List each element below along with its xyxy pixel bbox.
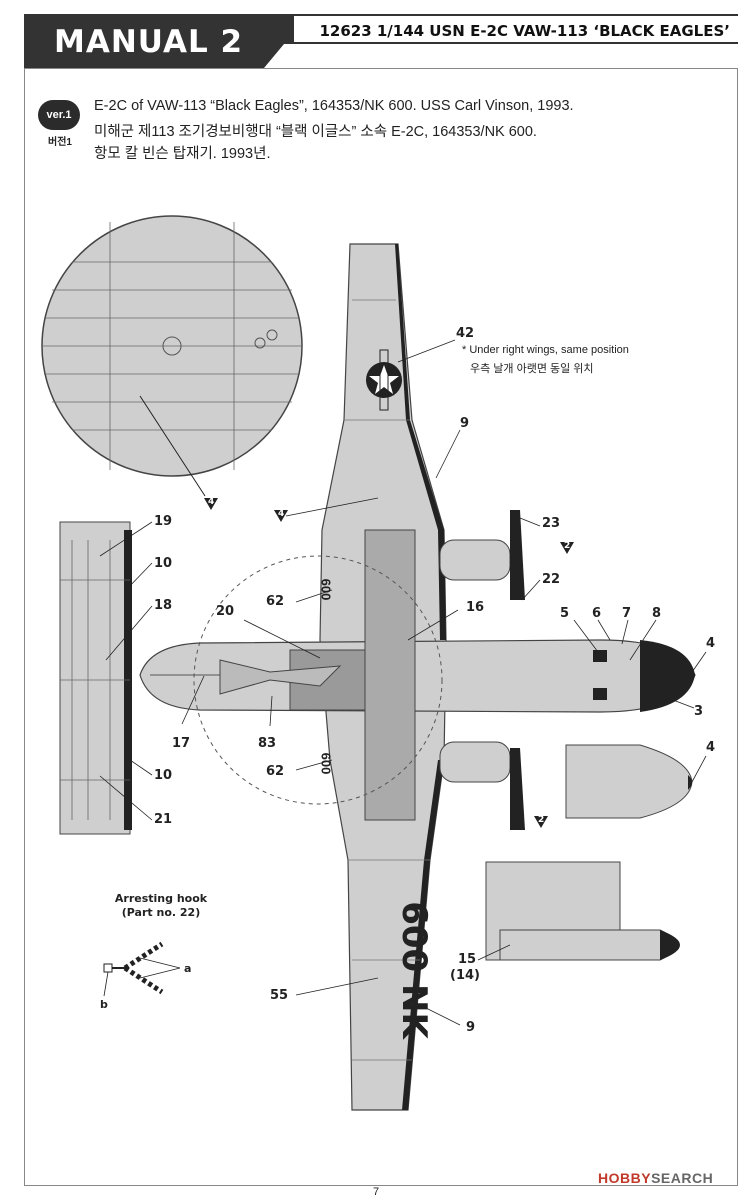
callout-9-lower: 9 — [466, 1020, 476, 1035]
callout-23: 23 — [542, 516, 561, 531]
fin-detail — [485, 861, 680, 961]
page-frame — [24, 68, 738, 1186]
callout-4-lower: 4 — [706, 740, 716, 755]
note-under-wing-en: * Under right wings, same position — [462, 344, 629, 356]
arresting-hook-diagram — [103, 941, 181, 997]
callout-3: 3 — [694, 704, 704, 719]
rotodome-outline — [193, 555, 443, 805]
header-band — [24, 14, 738, 68]
callout-83: 83 — [258, 736, 277, 751]
callout-14: (14) — [450, 968, 480, 983]
callout-19: 19 — [154, 514, 173, 529]
callout-18: 18 — [154, 598, 173, 613]
callout-20: 20 — [216, 604, 235, 619]
callout-10-lower: 10 — [154, 768, 173, 783]
callout-17: 17 — [172, 736, 191, 751]
watermark-rest: SEARCH — [651, 1170, 714, 1186]
callout-4-upper: 4 — [706, 636, 716, 651]
rotodome-view — [41, 215, 303, 497]
callout-21: 21 — [154, 812, 173, 827]
cockpit-detail — [565, 744, 693, 819]
hook-label-b: b — [100, 998, 108, 1011]
tail-code-marking: 600 NK — [393, 901, 434, 1039]
engine-nacelles — [439, 510, 525, 830]
description-line-1: E-2C of VAW-113 “Black Eagles”, 164353/N… — [94, 98, 574, 114]
callout-62-lower: 62 — [266, 764, 285, 779]
marker-4-rotodome: 4 — [208, 497, 215, 507]
triangle-markers — [204, 498, 574, 828]
callout-42: 42 — [456, 326, 475, 341]
nose-number-upper: 600 — [318, 578, 334, 601]
hook-label-a: a — [184, 962, 192, 975]
callout-15: 15 — [458, 952, 477, 967]
callout-22: 22 — [542, 572, 561, 587]
callout-7: 7 — [622, 606, 632, 621]
callout-8: 8 — [652, 606, 662, 621]
note-under-wing-ko: 우측 날개 아랫면 동일 위치 — [470, 363, 594, 375]
watermark-brand: HOBBY — [598, 1170, 652, 1186]
watermark: HOBBYSEARCH — [598, 1170, 713, 1186]
marker-2-lower: 2 — [538, 815, 545, 825]
description-line-3: 항모 칼 빈슨 탑재기. 1993년. — [94, 146, 271, 162]
callout-9-upper: 9 — [460, 416, 470, 431]
page-header: MANUAL 2 12623 1/144 USN E-2C VAW-113 ‘B… — [24, 14, 738, 68]
callout-62-upper: 62 — [266, 594, 285, 609]
callout-6: 6 — [592, 606, 602, 621]
tail-assembly — [59, 521, 132, 835]
nose-number-lower: 600 — [318, 752, 334, 775]
page-number: 7 — [372, 1186, 380, 1198]
callout-10-upper: 10 — [154, 556, 173, 571]
fuselage — [139, 529, 696, 821]
version-sub: 버전1 — [48, 137, 72, 148]
callout-16: 16 — [466, 600, 485, 615]
marker-4-wing: 4 — [278, 509, 285, 519]
kit-title: 12623 1/144 USN E-2C VAW-113 ‘BLACK EAGL… — [319, 22, 730, 40]
manual-title: MANUAL 2 — [54, 24, 244, 60]
callout-55: 55 — [270, 988, 289, 1003]
marker-2-upper: 2 — [564, 541, 571, 551]
description-line-2: 미해군 제113 조기경보비행대 “블랙 이글스” 소속 E-2C, 16435… — [94, 124, 537, 140]
callout-5: 5 — [560, 606, 570, 621]
hook-title: Arresting hook — [114, 892, 208, 905]
version-badge: ver.1 — [38, 100, 80, 130]
hook-subtitle: (Part no. 22) — [121, 906, 201, 919]
